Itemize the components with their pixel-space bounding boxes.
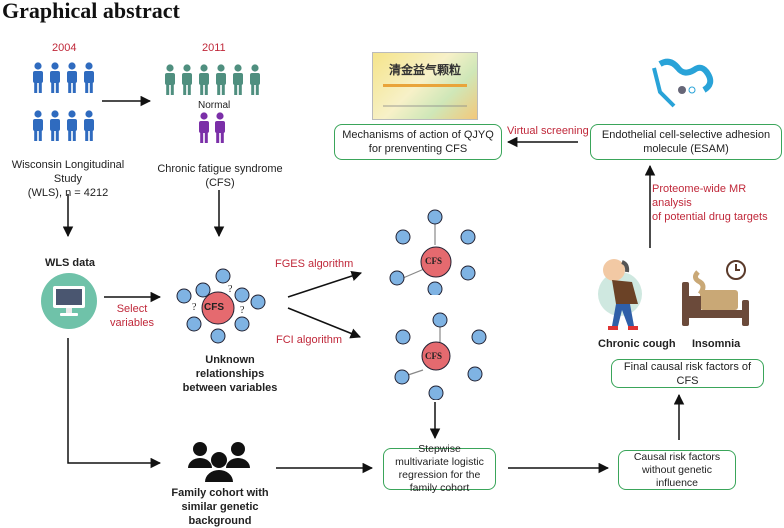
mr-line1: Proteome-wide MR analysis [652, 183, 747, 209]
monitor-icon [41, 273, 97, 329]
question-mark: ? [228, 284, 233, 295]
variable-node [250, 294, 266, 310]
question-mark: ? [192, 302, 197, 313]
fges-network [389, 209, 476, 295]
unknown-line1: Unknown relationships [195, 354, 265, 380]
variable-node [427, 281, 443, 295]
cfs-node-label: CFS [425, 351, 443, 361]
arrow-to-fges [287, 270, 362, 298]
question-mark: ? [240, 305, 245, 316]
stepwise-regression-box: Stepwise multivariate logistic regressio… [383, 443, 496, 494]
qjyq-mechanisms-box: Mechanisms of action of QJYQ for prenven… [334, 124, 502, 160]
mr-analysis-label: Proteome-wide MR analysis of potential d… [652, 182, 784, 224]
family-cohort-icon [188, 442, 250, 482]
chronic-cough-label: Chronic cough [598, 338, 676, 350]
variable-node [471, 329, 487, 345]
arrow-to-fci [287, 307, 361, 339]
fges-label: FGES algorithm [275, 258, 354, 270]
variable-node [210, 328, 226, 344]
variable-node [427, 209, 443, 225]
line-wls-to-family [67, 338, 162, 469]
esam-protein-icon [652, 58, 714, 108]
select-variables-line2: variables [109, 317, 155, 329]
chronic-cough-icon [598, 259, 642, 330]
qjyq-drug-package-image: 清金益气颗粒 [372, 52, 478, 120]
wls-population-icon [33, 62, 94, 141]
cfs-node-label: CFS [425, 256, 443, 266]
final-causal-risk-factors-box: Final causal risk factors of CFS [611, 359, 764, 388]
insomnia-label: Insomnia [692, 338, 741, 350]
cfs-node [420, 246, 452, 278]
variable-node [395, 229, 411, 245]
esam-box: Endothelial cell-selective adhesion mole… [590, 124, 782, 160]
year-2011-label: 2011 [202, 42, 226, 54]
variable-node [234, 316, 250, 332]
variable-node [467, 366, 483, 382]
normal-population-icon [199, 112, 225, 143]
wls-label-line2: (WLS), n = 4212 [27, 187, 109, 199]
family-cohort-label: Family cohort with similar genetic backg… [150, 486, 290, 528]
variable-node [389, 270, 405, 286]
wls-label-line1: Wisconsin Longitudinal Study [11, 159, 125, 185]
insomnia-bed-icon [682, 260, 749, 326]
virtual-screening-label: Virtual screening [507, 125, 589, 137]
variable-node [195, 282, 211, 298]
drug-package-title: 清金益气颗粒 [388, 63, 461, 77]
mr-line2: of potential drug targets [652, 211, 768, 223]
family-line1: Family cohort with [171, 487, 269, 499]
select-variables-line1: Select [116, 303, 148, 315]
unknown-network [176, 268, 266, 344]
variable-node [186, 316, 202, 332]
cfs-node-label: CFS [204, 302, 224, 313]
cfs-label: Chronic fatigue syndrome (CFS) [157, 163, 283, 189]
variable-node [428, 385, 444, 400]
year-2004-label: 2004 [52, 42, 77, 54]
variable-node [176, 288, 192, 304]
variable-node [215, 268, 231, 284]
select-variables-label: Select variables [104, 302, 160, 330]
variable-node [460, 229, 476, 245]
page-title: Graphical abstract [2, 0, 180, 23]
variable-node [234, 287, 250, 303]
variable-node [460, 265, 476, 281]
variable-node [432, 312, 448, 328]
wls-label: Wisconsin Longitudinal Study (WLS), n = … [0, 158, 136, 200]
unknown-line2: between variables [182, 382, 278, 394]
cfs-node [201, 291, 235, 325]
unknown-relationships-label: Unknown relationships between variables [170, 353, 290, 395]
fci-label: FCI algorithm [276, 334, 343, 346]
variable-node [395, 329, 411, 345]
cfs-node [421, 341, 451, 371]
fci-network [394, 312, 487, 400]
wls-data-label: WLS data [44, 257, 96, 269]
normal-label: Normal [198, 100, 231, 111]
family-line2: similar genetic background [181, 501, 259, 527]
cfs-population-icon [165, 64, 260, 95]
causal-risk-factors-box: Causal risk factors without genetic infl… [618, 450, 736, 490]
variable-node [394, 369, 410, 385]
